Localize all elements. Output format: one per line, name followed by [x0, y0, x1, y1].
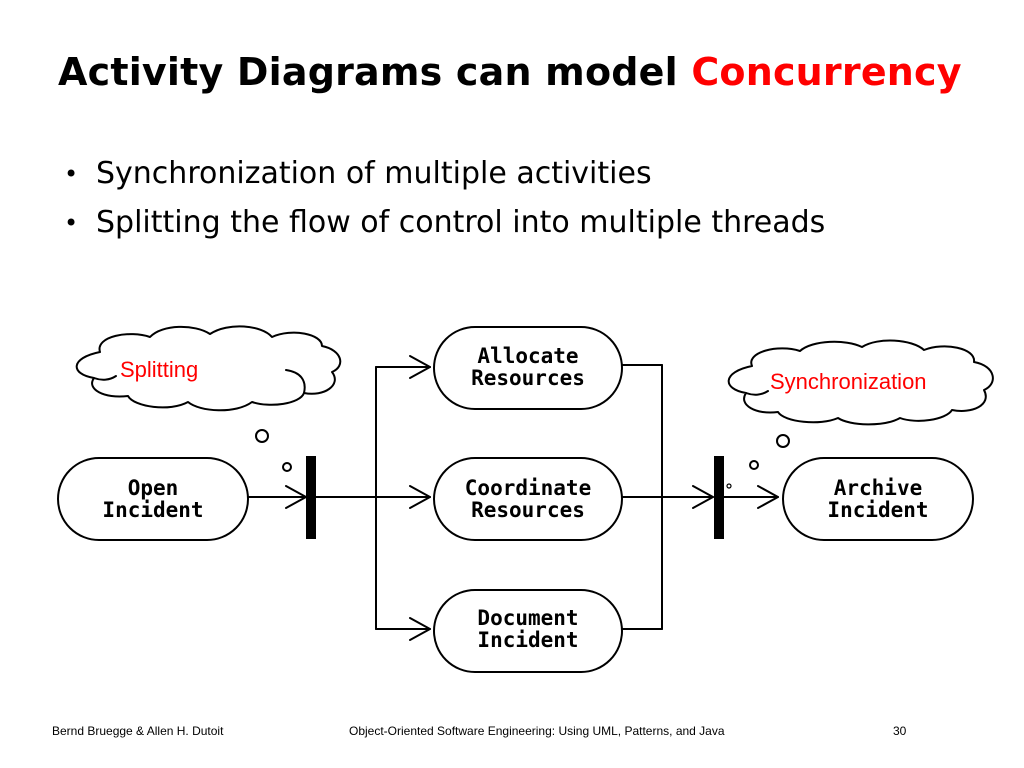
- coordinate-resources-label-line1: Coordinate: [465, 476, 591, 500]
- footer-book-title: Object-Oriented Software Engineering: Us…: [349, 724, 725, 738]
- splitting-cloud-shape: [75, 325, 342, 412]
- bullet-dot-icon: •: [64, 160, 79, 188]
- footer-page-number: 30: [893, 724, 907, 738]
- open-incident-label-line1: Open: [128, 476, 179, 500]
- thought-bubble-icon: [255, 429, 269, 443]
- thought-bubble-icon: [749, 460, 759, 470]
- allocate-resources-node: [433, 326, 623, 410]
- bullet-item: • Splitting the flow of control into mult…: [62, 203, 825, 252]
- title-accent: Concurrency: [691, 50, 962, 94]
- thought-bubble-icon: [776, 434, 790, 448]
- open-incident-label-line2: Incident: [102, 498, 203, 522]
- document-incident-node: [433, 589, 623, 673]
- bullet-text: Synchronization of multiple activities: [96, 156, 652, 191]
- archive-incident-node: [782, 457, 974, 541]
- transition-arrows: [247, 355, 779, 641]
- document-incident-label-line2: Incident: [477, 628, 578, 652]
- bullet-list: •Synchronization of multiple activities …: [62, 154, 825, 252]
- allocate-resources-label-line1: Allocate: [477, 344, 578, 368]
- splitting-label: Splitting: [120, 357, 198, 382]
- document-incident-label-line1: Document: [477, 606, 578, 630]
- open-incident-node: [57, 457, 249, 541]
- synchronization-cloud-shape: [727, 339, 994, 426]
- bullet-item: • Synchronization of multiple activities: [62, 154, 825, 203]
- archive-incident-label-line1: Archive: [834, 476, 923, 500]
- bullet-text: Splitting the flow of control into multi…: [96, 205, 826, 240]
- join-bar: [714, 456, 724, 539]
- synchronization-label: Synchronization: [770, 369, 927, 394]
- coordinate-resources-node: [433, 457, 623, 541]
- thought-bubble-icon: [282, 462, 292, 472]
- coordinate-resources-label-line2: Resources: [471, 498, 585, 522]
- thought-bubble-icon: [726, 483, 732, 489]
- fork-bar: [306, 456, 316, 539]
- archive-incident-label-line2: Incident: [827, 498, 928, 522]
- bullet-dot-icon: •: [64, 209, 79, 237]
- title-main: Activity Diagrams can model: [58, 50, 692, 94]
- footer-authors: Bernd Bruegge & Allen H. Dutoit: [52, 724, 224, 738]
- slide-title: Activity Diagrams can model Concurrency: [58, 50, 962, 94]
- allocate-resources-label-line2: Resources: [471, 366, 585, 390]
